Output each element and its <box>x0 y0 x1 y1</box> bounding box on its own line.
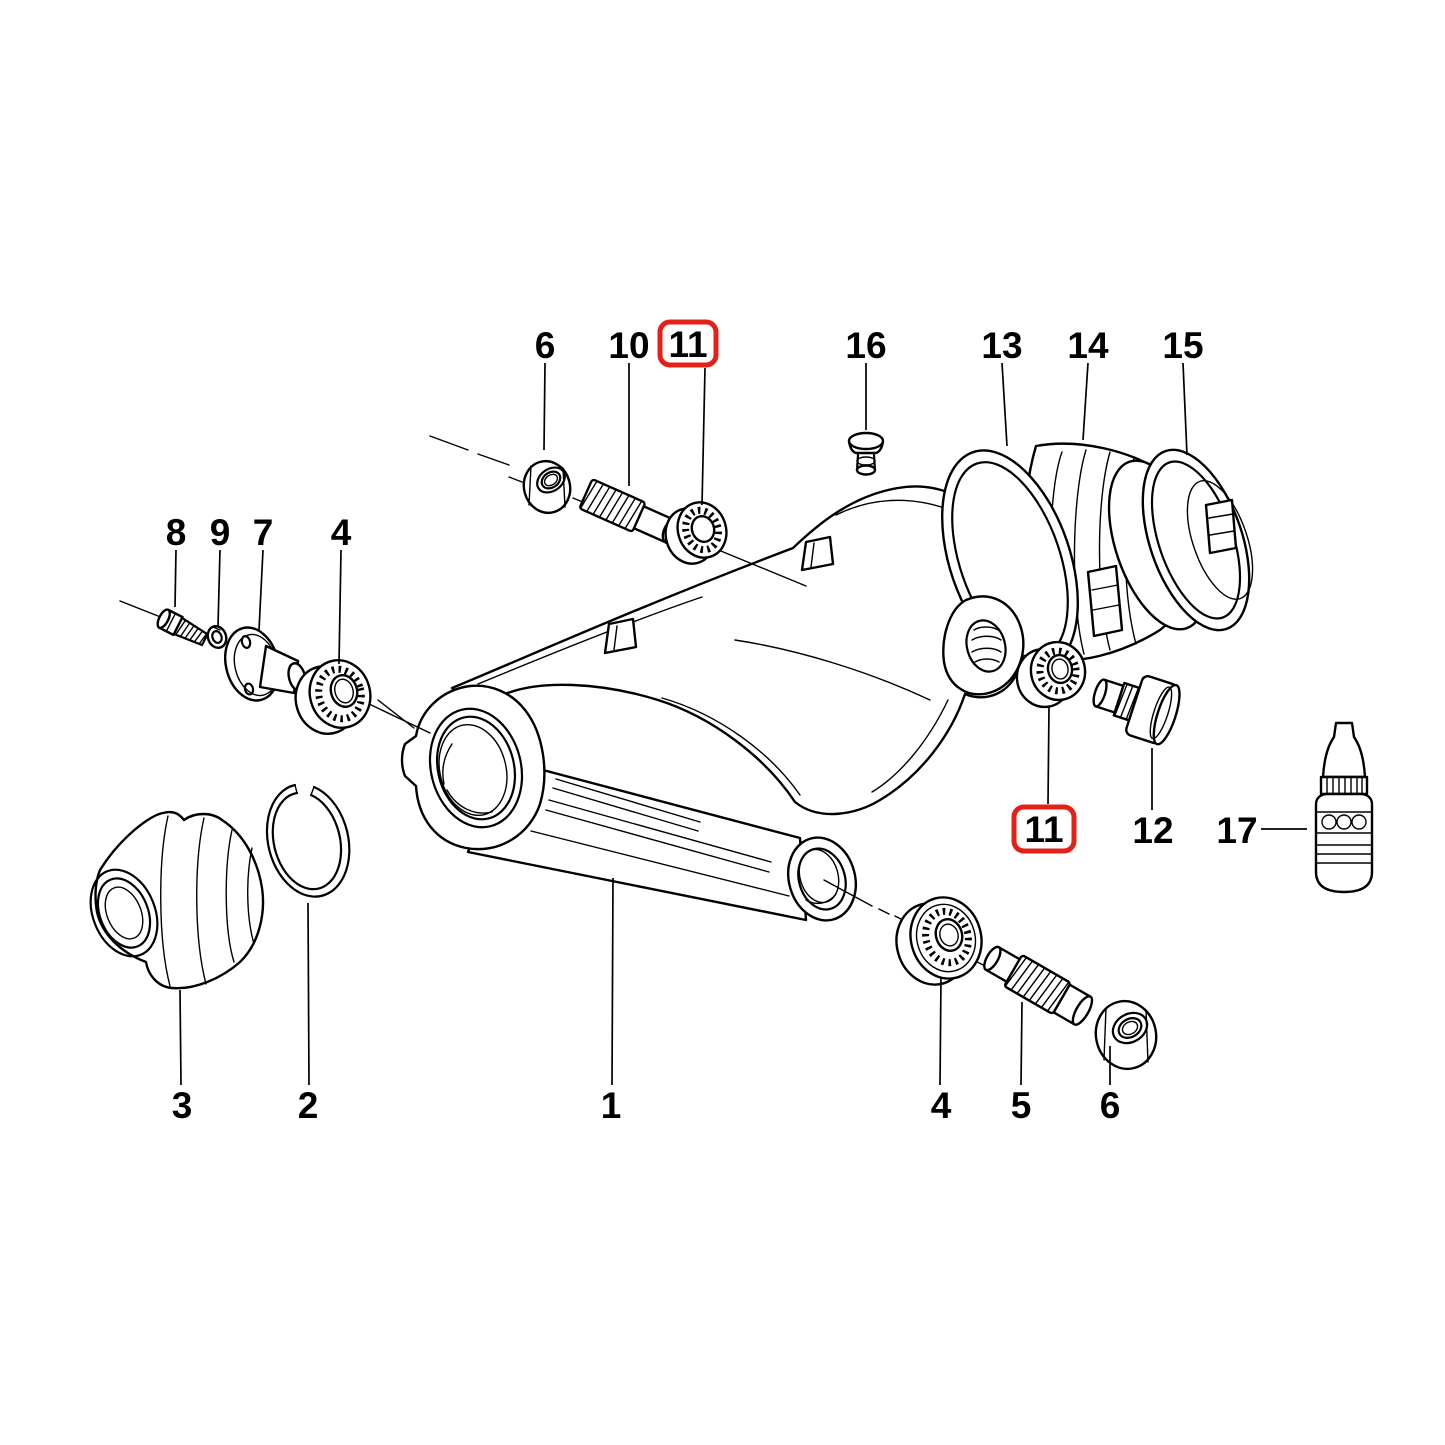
part-6-nut-bottom <box>1094 999 1158 1071</box>
part-9-lock-washer <box>206 625 228 649</box>
part-12-plug <box>1092 675 1181 746</box>
highlight-box-11-right[interactable] <box>1011 804 1077 854</box>
part-number-labels: 6 10 11 16 13 14 15 8 9 7 4 3 2 1 4 5 6 … <box>166 324 1258 1126</box>
label-5[interactable]: 5 <box>1011 1085 1032 1126</box>
label-11-top[interactable]: 11 <box>668 324 707 365</box>
highlight-box-11-top[interactable] <box>657 319 719 368</box>
rear-mount-eye <box>942 595 1025 696</box>
part-7-pivot-pin <box>224 626 307 702</box>
label-14[interactable]: 14 <box>1067 325 1109 366</box>
part-11-bearing-top <box>664 501 728 565</box>
part-11-bearing-right <box>1015 640 1087 709</box>
label-8[interactable]: 8 <box>166 512 187 553</box>
part-17-lubricant-bottle <box>1314 721 1374 894</box>
part-2-circlip <box>265 783 351 898</box>
part-1-swingarm <box>400 485 1022 922</box>
part-16-plug <box>847 431 885 476</box>
label-6-bottom[interactable]: 6 <box>1100 1085 1121 1126</box>
label-16[interactable]: 16 <box>845 325 886 366</box>
label-11-right[interactable]: 11 <box>1024 809 1063 850</box>
part-15-clamp-rear <box>1107 448 1254 632</box>
part-4-bearing-bottom <box>895 896 983 986</box>
part-4-bearing-left <box>294 659 372 735</box>
label-6-top[interactable]: 6 <box>535 325 556 366</box>
label-1[interactable]: 1 <box>601 1085 622 1126</box>
boot-assembly <box>941 442 1254 671</box>
label-17[interactable]: 17 <box>1216 810 1257 851</box>
label-3[interactable]: 3 <box>172 1085 193 1126</box>
part-6-nut-top <box>522 459 572 515</box>
label-2[interactable]: 2 <box>298 1085 319 1126</box>
label-13[interactable]: 13 <box>981 325 1022 366</box>
label-10[interactable]: 10 <box>608 325 649 366</box>
label-15[interactable]: 15 <box>1162 325 1203 366</box>
label-12[interactable]: 12 <box>1132 810 1173 851</box>
label-7[interactable]: 7 <box>253 512 274 553</box>
label-9[interactable]: 9 <box>210 512 231 553</box>
part-8-bolt <box>156 608 209 647</box>
part-3-boot <box>89 810 265 990</box>
label-4-left[interactable]: 4 <box>331 512 352 553</box>
part-5-stud-bottom <box>983 945 1094 1026</box>
leader-lines <box>174 362 1307 1086</box>
label-4-bottom[interactable]: 4 <box>931 1085 952 1126</box>
